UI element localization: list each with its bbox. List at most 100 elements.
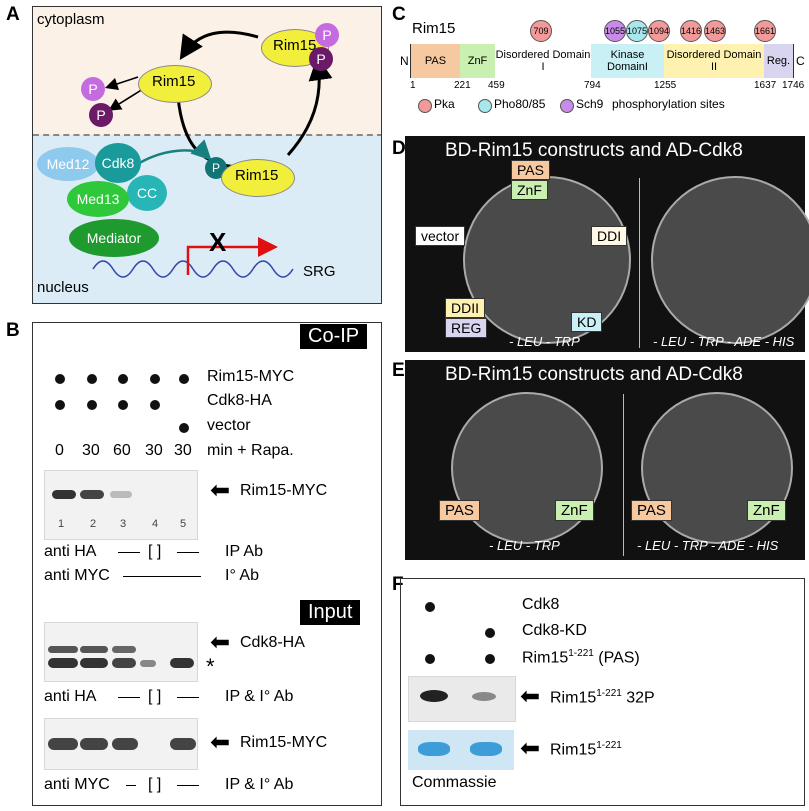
- domain-ddi: Disordered Domain I: [495, 44, 591, 78]
- panel-a-label: A: [6, 4, 20, 25]
- phospho-purple-top: P: [315, 23, 339, 47]
- e-plate-1: [451, 392, 603, 544]
- coip-tag: Co-IP: [300, 324, 368, 349]
- asterisk: *: [206, 654, 215, 679]
- c-terminus: C: [796, 54, 805, 68]
- site-1055: 1055: [604, 20, 626, 42]
- panel-d: BD-Rim15 constructs and AD-Cdk8 PAS ZnF …: [405, 136, 809, 352]
- input-ha-lower-2: [80, 658, 108, 668]
- dot-r2-l3: [118, 400, 128, 410]
- cdk8: Cdk8: [95, 143, 141, 183]
- phospho-purple-free: P: [81, 77, 105, 101]
- phospho-dark-free: P: [89, 103, 113, 127]
- f-gel-band-1: [418, 742, 450, 756]
- domain-znf: ZnF: [460, 44, 495, 78]
- panel-b-box: [32, 322, 382, 806]
- e-media-1: - LEU - TRP: [489, 538, 560, 553]
- e-title: BD-Rim15 constructs and AD-Cdk8: [445, 364, 743, 385]
- rim15-title: Rim15: [412, 20, 456, 37]
- dash-3: [123, 576, 201, 577]
- f-32p-rim: Rim15: [550, 689, 597, 707]
- time-5: 30: [174, 442, 192, 459]
- legend-pka-swatch: [418, 99, 432, 113]
- e-label-znf-2: ZnF: [747, 500, 786, 521]
- dot-r3-l5: [179, 423, 189, 433]
- legend-pho: Pho80/85: [494, 97, 546, 111]
- d-label-reg: REG: [445, 318, 488, 338]
- cc: CC: [127, 175, 167, 211]
- e-divider: [623, 394, 624, 556]
- dot-r1-l5: [179, 374, 189, 384]
- f-band-1: [420, 690, 448, 702]
- rim15-nucleus: [221, 159, 295, 197]
- d-label-ddii: DDII: [445, 298, 485, 318]
- ip-ab: IP Ab: [225, 543, 263, 560]
- f-pas-text: (PAS): [593, 649, 640, 667]
- bracket-1: [ ]: [148, 543, 162, 560]
- d-plate-1: [463, 176, 631, 344]
- f-dot-rim-1: [425, 654, 435, 664]
- dash-1: [118, 552, 140, 553]
- input-myc-band-3: [112, 738, 138, 750]
- row-vector: vector: [207, 417, 251, 434]
- pos-1: 1: [410, 80, 416, 91]
- input-ha-lower-3: [112, 658, 136, 668]
- dot-r1-l3: [118, 374, 128, 384]
- d-label-kd: KD: [571, 312, 603, 332]
- nucleus-label: nucleus: [37, 279, 89, 296]
- d-title: BD-Rim15 constructs and AD-Cdk8: [445, 140, 743, 161]
- anti-ha-1: anti HA: [44, 543, 97, 560]
- srg-label: SRG: [303, 263, 336, 280]
- f-gel-sup: 1-221: [596, 740, 622, 751]
- lane-4: 4: [152, 518, 159, 530]
- dot-r1-l2: [87, 374, 97, 384]
- dot-r1-l1: [55, 374, 65, 384]
- rim15-nucleus-label: Rim15: [235, 167, 279, 184]
- coip-band-l2: [80, 490, 104, 499]
- input-ha-lower-5: [170, 658, 194, 668]
- f-label-gel: Rim151-221: [550, 740, 622, 759]
- input-ha-band-1: [48, 646, 78, 653]
- lane-1: 1: [58, 518, 65, 530]
- site-1463: 1463: [704, 20, 726, 42]
- domain-pas: PAS: [411, 44, 460, 78]
- f-dot-cdk8kd: [485, 628, 495, 638]
- panel-c-label: C: [392, 4, 406, 25]
- panel-c: Rim15 N C PAS ZnF Disordered Domain I Ki…: [398, 18, 806, 118]
- domain-ddii: Disordered Domain II: [664, 44, 764, 78]
- nuclear-membrane: [33, 134, 381, 136]
- input-myc-band-1: [48, 738, 78, 750]
- e-plate-2: [641, 392, 793, 544]
- pos-459: 459: [488, 80, 505, 91]
- arrow-rim15myc-icon: ⬅: [210, 477, 231, 504]
- dot-r2-l2: [87, 400, 97, 410]
- legend-sch9-swatch: [560, 99, 574, 113]
- panel-a-box: cytoplasm nucleus Rim15 P P Rim15 P P Me…: [32, 6, 382, 304]
- f-row-rim15: Rim151-221 (PAS): [522, 648, 640, 667]
- input-ha-band-2: [80, 646, 108, 653]
- time-4: 30: [145, 442, 163, 459]
- anti-myc-1: anti MYC: [44, 567, 110, 584]
- e-media-2: - LEU - TRP - ADE - HIS: [637, 538, 779, 553]
- arrow-cdk8ha-icon: ⬅: [210, 629, 231, 656]
- dash-5: [177, 697, 199, 698]
- rim15-cyto-mid-label: Rim15: [152, 73, 196, 90]
- mediator: Mediator: [69, 219, 159, 257]
- phospho-dark-top: P: [309, 47, 333, 71]
- coip-blot: [44, 470, 198, 540]
- panel-d-label: D: [392, 138, 406, 159]
- d-divider: [639, 178, 640, 348]
- site-1075: 1075: [626, 20, 648, 42]
- pos-794: 794: [584, 80, 601, 91]
- e-label-pas-2: PAS: [631, 500, 672, 521]
- site-1094: 1094: [648, 20, 670, 42]
- f-band-2: [472, 692, 496, 701]
- med12: Med12: [37, 147, 99, 181]
- dash-2: [177, 552, 199, 553]
- site-1416: 1416: [680, 20, 702, 42]
- f-32p-text: 32P: [621, 689, 655, 707]
- site-709: 709: [530, 20, 552, 42]
- panel-f-box: [400, 578, 805, 806]
- panel-e: BD-Rim15 constructs and AD-Cdk8 PAS ZnF …: [405, 360, 805, 560]
- f-row-cdk8kd: Cdk8-KD: [522, 622, 587, 639]
